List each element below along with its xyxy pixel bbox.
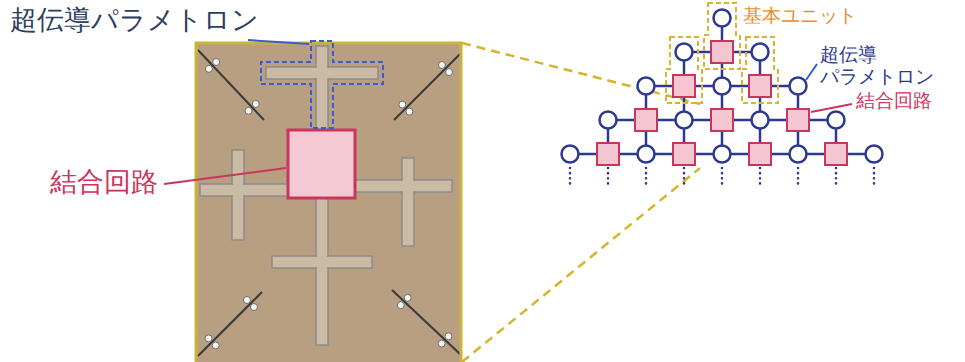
pad bbox=[397, 302, 404, 309]
coupler-symbol bbox=[711, 109, 733, 131]
leader-line bbox=[811, 104, 852, 112]
zoom-line bbox=[462, 43, 700, 104]
coupler-symbol bbox=[597, 143, 619, 165]
parametron-symbol bbox=[714, 78, 731, 95]
unit-outline bbox=[666, 37, 702, 103]
pad bbox=[404, 294, 411, 301]
callout-label: 結合回路 bbox=[856, 90, 932, 112]
parametron-cross bbox=[200, 150, 289, 240]
pad bbox=[205, 335, 212, 342]
lattice bbox=[562, 3, 883, 186]
micrograph bbox=[196, 43, 461, 362]
leader-line bbox=[164, 168, 286, 184]
cross-fill bbox=[317, 47, 327, 130]
continuation-dots bbox=[721, 168, 724, 186]
parametron-symbol bbox=[714, 146, 731, 163]
callout-label: 基本ユニット bbox=[743, 5, 857, 27]
coupler-symbol bbox=[825, 143, 847, 165]
unit-outline bbox=[704, 3, 740, 69]
parametron-symbol bbox=[676, 112, 693, 129]
continuation-dots bbox=[569, 168, 572, 186]
pad bbox=[445, 333, 452, 340]
continuation-dots bbox=[607, 168, 610, 186]
parametron-cross bbox=[354, 158, 452, 246]
pad bbox=[243, 296, 250, 303]
cross-arm bbox=[316, 46, 328, 131]
cross-arm bbox=[316, 197, 328, 345]
zoom-line bbox=[462, 168, 700, 362]
parametron-symbol bbox=[562, 146, 579, 163]
pad bbox=[399, 101, 406, 108]
parametron-symbol bbox=[676, 44, 693, 61]
pad bbox=[205, 65, 212, 72]
parametron-cross bbox=[272, 197, 372, 345]
pad bbox=[212, 342, 219, 349]
continuation-dots bbox=[645, 168, 648, 186]
cross-fill bbox=[317, 198, 327, 344]
bond-wire bbox=[392, 290, 460, 354]
pad bbox=[446, 69, 453, 76]
coupler-symbol bbox=[749, 75, 771, 97]
parametron-symbol bbox=[866, 146, 883, 163]
cross-arm bbox=[200, 184, 289, 196]
parametron-symbol bbox=[752, 44, 769, 61]
bond-wire bbox=[198, 50, 264, 120]
parametron-symbol bbox=[638, 78, 655, 95]
highlight-outline bbox=[261, 41, 383, 128]
cross-arm bbox=[402, 158, 414, 246]
coupler-symbol bbox=[673, 143, 695, 165]
coupler-symbol bbox=[673, 75, 695, 97]
callout-label: 超伝導パラメトロン bbox=[10, 4, 259, 35]
callout-label: 超伝導 パラメトロン bbox=[820, 44, 945, 88]
coupler-symbol bbox=[635, 109, 657, 131]
unit-outline bbox=[742, 37, 778, 103]
cross-fill bbox=[201, 185, 288, 195]
coupler-square bbox=[288, 130, 355, 198]
parametron-symbol bbox=[638, 146, 655, 163]
parametron-symbol bbox=[790, 146, 807, 163]
continuation-dots bbox=[835, 168, 838, 186]
pad bbox=[213, 58, 220, 65]
callout-label: 結合回路 bbox=[50, 166, 158, 197]
pad bbox=[251, 304, 258, 311]
parametron-symbol bbox=[600, 112, 617, 129]
parametron-symbol bbox=[714, 10, 731, 27]
parametron-symbol bbox=[790, 78, 807, 95]
pad bbox=[438, 61, 445, 68]
photo-frame bbox=[196, 43, 461, 362]
pad bbox=[252, 100, 259, 107]
coupler-symbol bbox=[749, 143, 771, 165]
cross-fill bbox=[233, 151, 243, 239]
pad bbox=[438, 340, 445, 347]
continuation-dots bbox=[759, 168, 762, 186]
continuation-dots bbox=[683, 168, 686, 186]
bond-wire bbox=[198, 292, 262, 356]
pad bbox=[406, 108, 413, 115]
coupler-symbol bbox=[787, 109, 809, 131]
coupler-symbol bbox=[711, 41, 733, 63]
cross-arm bbox=[232, 150, 244, 240]
leader-line bbox=[248, 40, 309, 44]
continuation-dots bbox=[873, 168, 876, 186]
photo-ground bbox=[196, 43, 461, 362]
parametron-symbol bbox=[828, 112, 845, 129]
cross-fill bbox=[403, 159, 413, 245]
parametron-cross bbox=[266, 46, 378, 131]
continuation-dots bbox=[797, 168, 800, 186]
pad bbox=[245, 107, 252, 114]
leader-line bbox=[806, 64, 817, 80]
bond-wire bbox=[394, 54, 460, 120]
parametron-symbol bbox=[752, 112, 769, 129]
